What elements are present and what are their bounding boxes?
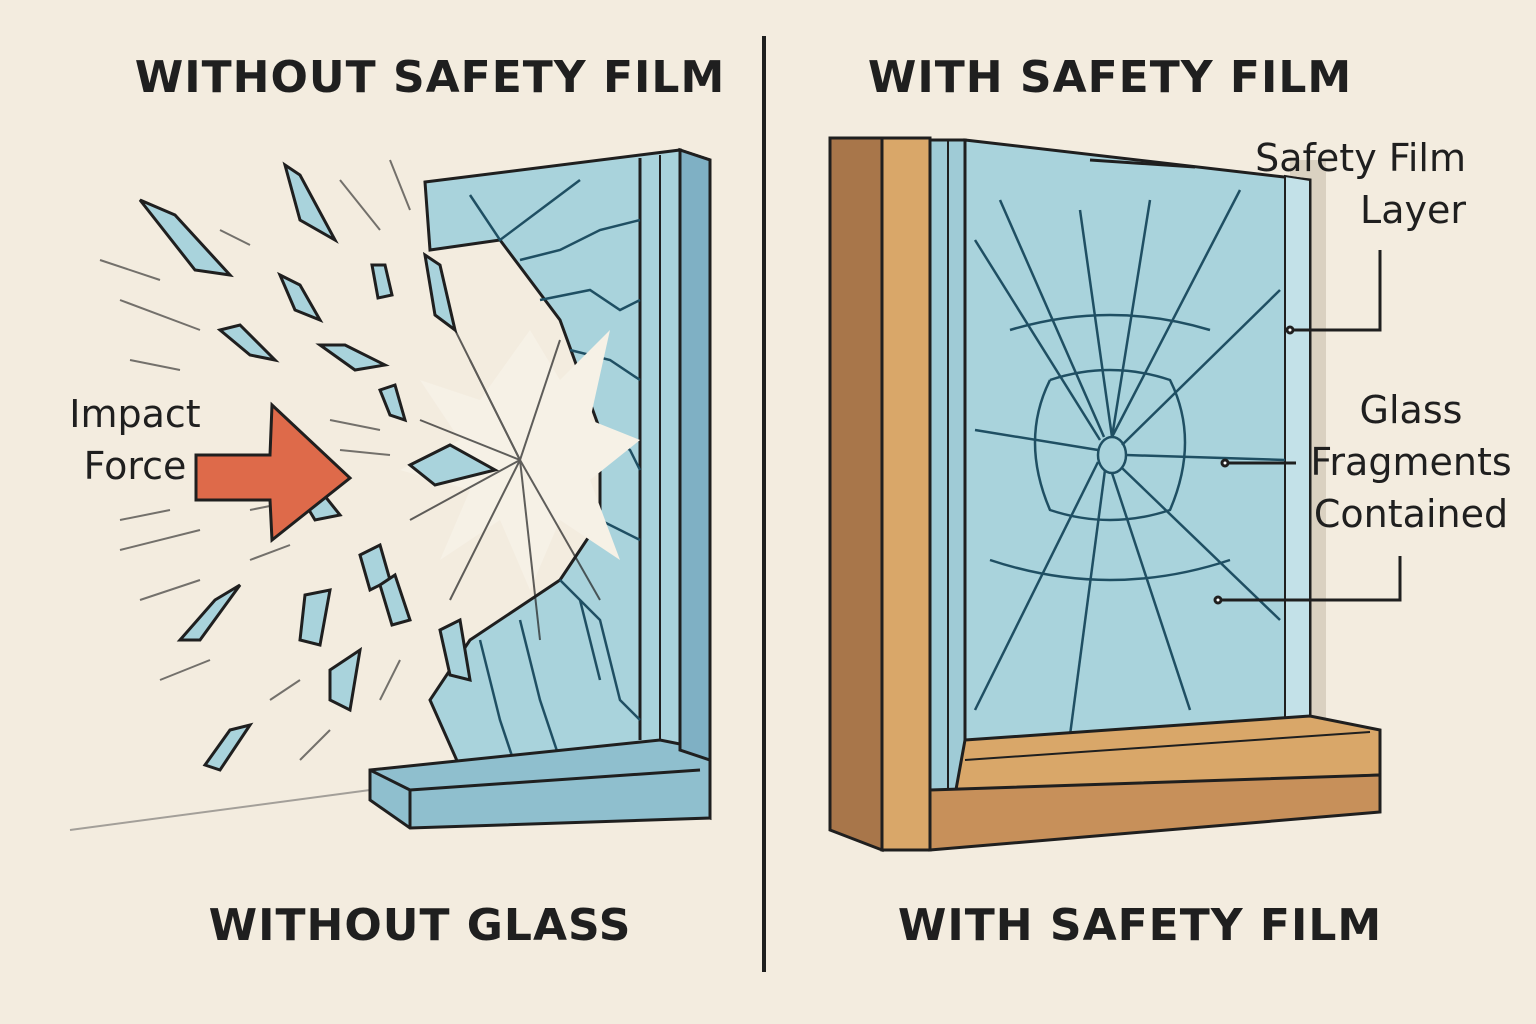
frame-post-dark (830, 138, 882, 850)
left-bottom-heading: WITHOUT GLASS (120, 900, 720, 951)
frame-post-light (882, 138, 930, 850)
fragments-label-line: Fragments (1296, 436, 1526, 488)
fragments-label-line: Glass (1296, 384, 1526, 436)
fragments-label-line: Contained (1296, 488, 1526, 540)
glass-fragments-label: Glass Fragments Contained (1296, 384, 1526, 540)
window-sill (370, 740, 710, 828)
impact-arrow-icon (196, 405, 350, 540)
film-label-line: Layer (1196, 184, 1466, 236)
impact-force-label: Impact Force (60, 388, 210, 492)
impact-label-line: Impact (60, 388, 210, 440)
film-label-line: Safety Film (1196, 132, 1466, 184)
safety-film-label: Safety Film Layer (1196, 132, 1466, 236)
right-top-heading: WITH SAFETY FILM (810, 52, 1410, 103)
impact-label-line: Force (60, 440, 210, 492)
right-bottom-heading: WITH SAFETY FILM (820, 900, 1460, 951)
panel-divider (762, 36, 766, 972)
left-top-heading: WITHOUT SAFETY FILM (130, 52, 730, 103)
